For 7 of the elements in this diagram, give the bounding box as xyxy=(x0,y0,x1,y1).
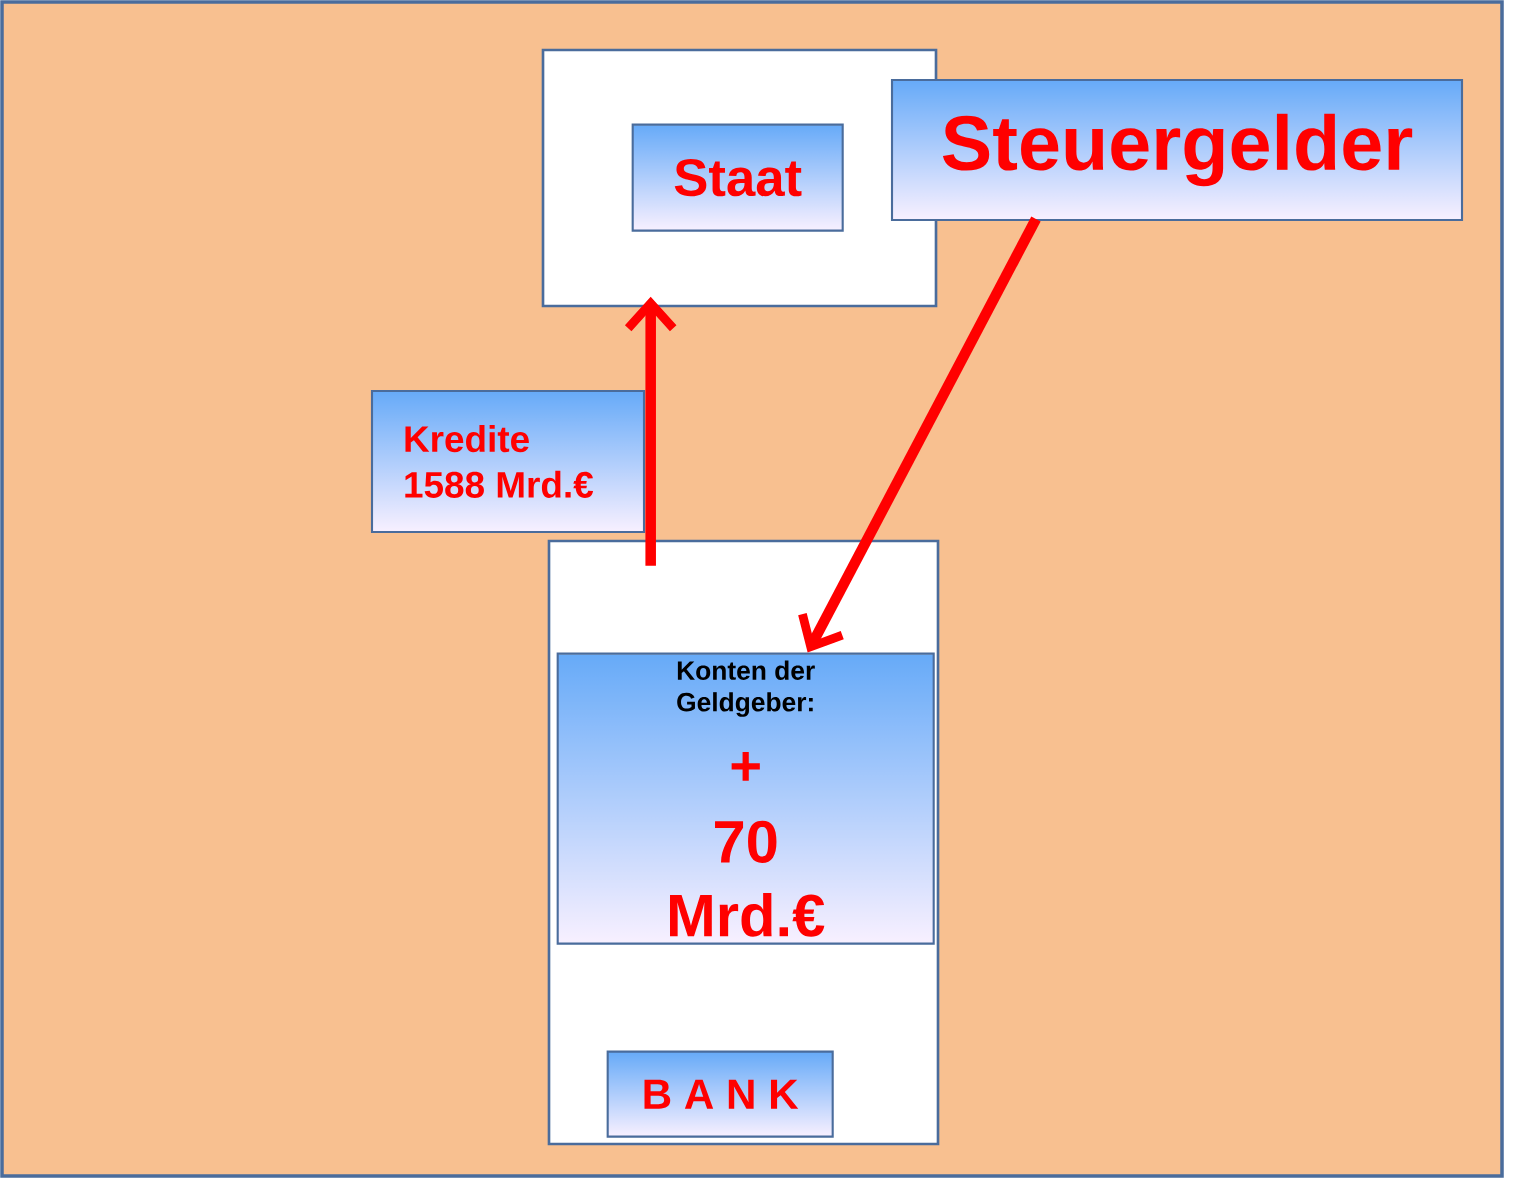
account-box: Staat xyxy=(631,123,844,232)
account-box: Konten der Geldgeber: + 70 Mrd.€ xyxy=(556,652,935,945)
arrow xyxy=(624,296,677,566)
label-box: Kredite 1588 Mrd.€ xyxy=(370,389,646,534)
account-box: B A N K xyxy=(606,1050,834,1138)
arrow xyxy=(798,216,1041,653)
label-box: Steuergelder xyxy=(890,78,1464,222)
